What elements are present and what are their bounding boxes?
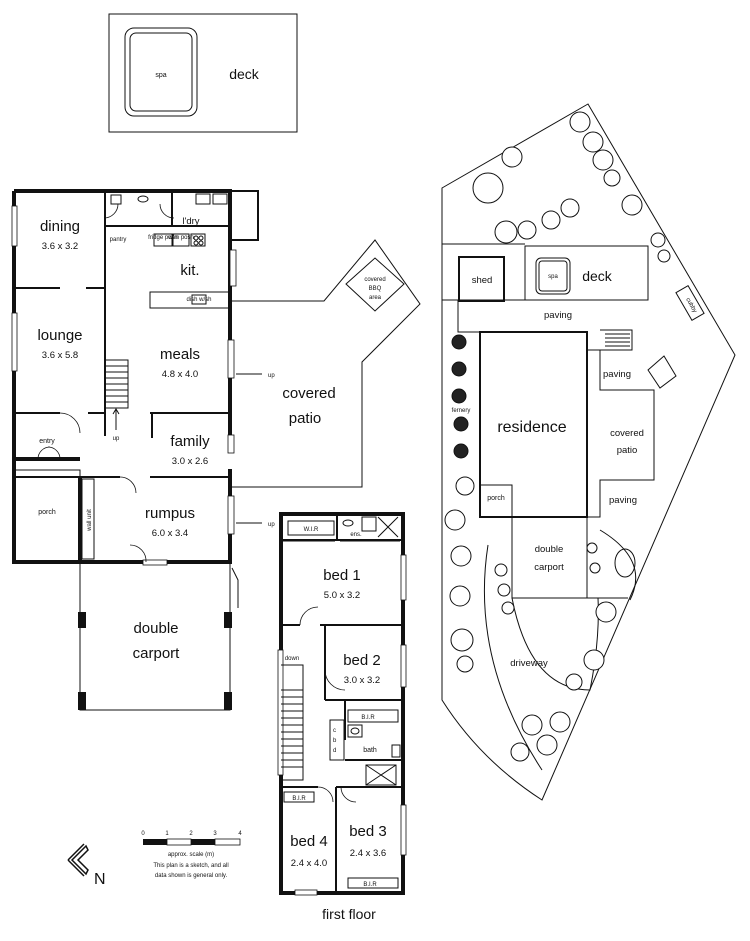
driveway-label: driveway bbox=[510, 658, 548, 669]
carport-label-1: double bbox=[133, 620, 178, 637]
site-paving-top: paving bbox=[544, 310, 572, 321]
svg-text:3: 3 bbox=[213, 831, 217, 837]
fernery-label: fernery bbox=[452, 408, 471, 414]
scale-note-1: This plan is a sketch, and all bbox=[153, 863, 228, 869]
trees bbox=[444, 111, 671, 762]
scale-bar: 0 1 2 3 4 approx. scale (m) This plan is… bbox=[141, 831, 242, 879]
svg-text:area: area bbox=[369, 295, 382, 301]
north-label: N bbox=[94, 871, 106, 888]
pantry-label: pantry bbox=[110, 237, 127, 243]
site-deck-label: deck bbox=[582, 268, 613, 284]
carport-outline bbox=[79, 562, 231, 711]
entry-label: entry bbox=[39, 438, 55, 445]
wall-unit-label: wall unit bbox=[87, 509, 93, 532]
covered-patio-outline bbox=[230, 239, 421, 488]
svg-text:0: 0 bbox=[141, 831, 145, 837]
dishwasher-label: dish w/sh bbox=[186, 297, 211, 303]
first-floor: W.I.R ens. bed 1 5.0 x 3.2 bed 2 3.0 x 3… bbox=[277, 512, 407, 922]
svg-text:d: d bbox=[333, 748, 336, 754]
porch-outline bbox=[13, 469, 81, 563]
site-carport-2: carport bbox=[534, 562, 564, 573]
bed2-label: bed 2 bbox=[343, 652, 381, 669]
patio-up-label: up bbox=[268, 373, 275, 379]
laundry-label: l'dry bbox=[182, 216, 199, 227]
bed1-size: 5.0 x 3.2 bbox=[324, 590, 360, 601]
rumpus-size: 6.0 x 3.4 bbox=[152, 528, 188, 539]
svg-text:2: 2 bbox=[189, 831, 193, 837]
svg-text:1: 1 bbox=[165, 831, 169, 837]
spa-label: spa bbox=[155, 72, 166, 79]
scale-caption: approx. scale (m) bbox=[168, 852, 214, 858]
bir-label-2: B.I.R bbox=[292, 796, 306, 802]
dining-size: 3.6 x 3.2 bbox=[42, 241, 78, 252]
dining-label: dining bbox=[40, 218, 80, 235]
scale-note-2: data shown is general only. bbox=[155, 873, 228, 879]
ground-inner-walls bbox=[14, 225, 230, 478]
site-boundary bbox=[441, 103, 736, 801]
bed1-label: bed 1 bbox=[323, 567, 361, 584]
rumpus-label: rumpus bbox=[145, 505, 195, 522]
driveway-outline bbox=[483, 544, 599, 771]
bed3-label: bed 3 bbox=[349, 823, 387, 840]
site-covered-patio-2: patio bbox=[617, 445, 638, 456]
bir-label-1: B.I.R bbox=[361, 715, 375, 721]
first-stairs bbox=[281, 664, 304, 781]
up-label: up bbox=[113, 436, 120, 442]
family-label: family bbox=[170, 433, 210, 450]
bed3-size: 2.4 x 3.6 bbox=[350, 848, 386, 859]
ground-stairs bbox=[105, 359, 129, 409]
meals-label: meals bbox=[160, 346, 200, 363]
bed4-size: 2.4 x 4.0 bbox=[291, 858, 327, 869]
site-covered-patio-1: covered bbox=[610, 428, 644, 439]
bir-label-3: B.I.R bbox=[363, 882, 377, 888]
shed-label: shed bbox=[472, 275, 493, 286]
site-carport-1: double bbox=[535, 544, 564, 555]
svg-text:covered: covered bbox=[364, 277, 385, 283]
fridge-label: fridge posn bbox=[148, 235, 178, 241]
bath-label: bath bbox=[363, 747, 377, 754]
kitchen-label: kit. bbox=[180, 262, 199, 279]
site-spa-label: spa bbox=[548, 274, 558, 280]
first-inner-walls bbox=[281, 514, 403, 893]
wm-label: w/m posn bbox=[167, 235, 194, 241]
porch-label: porch bbox=[38, 509, 56, 516]
ground-floor: spa deck l'dry pantry fridge posn w/m po… bbox=[11, 13, 421, 711]
site-paving-right: paving bbox=[603, 369, 631, 380]
deck-outline bbox=[108, 13, 298, 133]
patio-label-2: patio bbox=[289, 410, 322, 427]
svg-text:BBQ: BBQ bbox=[369, 286, 382, 292]
site-plan: spa deck shed paving residence paving co… bbox=[441, 103, 736, 801]
svg-text:b: b bbox=[333, 738, 337, 744]
spa-outline bbox=[124, 27, 198, 117]
residence-label: residence bbox=[497, 419, 566, 436]
bed4-label: bed 4 bbox=[290, 833, 328, 850]
bbq-area: covered BBQ area bbox=[345, 257, 405, 312]
wir-label: W.I.R bbox=[304, 527, 319, 533]
north-arrow-icon: N bbox=[67, 843, 106, 888]
down-label: down bbox=[285, 656, 299, 662]
family-size: 3.0 x 2.6 bbox=[172, 456, 208, 467]
patio-label-1: covered bbox=[282, 385, 335, 402]
bed2-size: 3.0 x 3.2 bbox=[344, 675, 380, 686]
svg-text:c: c bbox=[333, 728, 336, 734]
carport-label-2: carport bbox=[133, 645, 181, 662]
lounge-size: 3.6 x 5.8 bbox=[42, 350, 78, 361]
first-floor-title: first floor bbox=[322, 906, 376, 922]
meals-size: 4.8 x 4.0 bbox=[162, 369, 198, 380]
shed-outline bbox=[458, 256, 505, 302]
deck-label: deck bbox=[229, 66, 260, 82]
site-porch-label: porch bbox=[487, 495, 505, 502]
rumpus-up-label: up bbox=[268, 522, 275, 528]
ens-label: ens. bbox=[350, 532, 362, 538]
site-carport-outline bbox=[511, 516, 588, 599]
svg-text:4: 4 bbox=[238, 831, 242, 837]
lounge-label: lounge bbox=[37, 327, 82, 344]
site-paving-bottom: paving bbox=[609, 495, 637, 506]
